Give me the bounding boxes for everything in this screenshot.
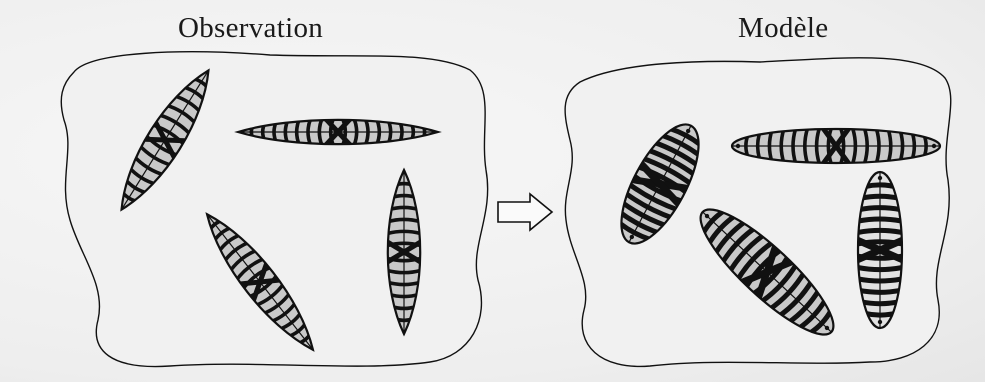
hollow-right-arrow-icon [498, 194, 552, 230]
